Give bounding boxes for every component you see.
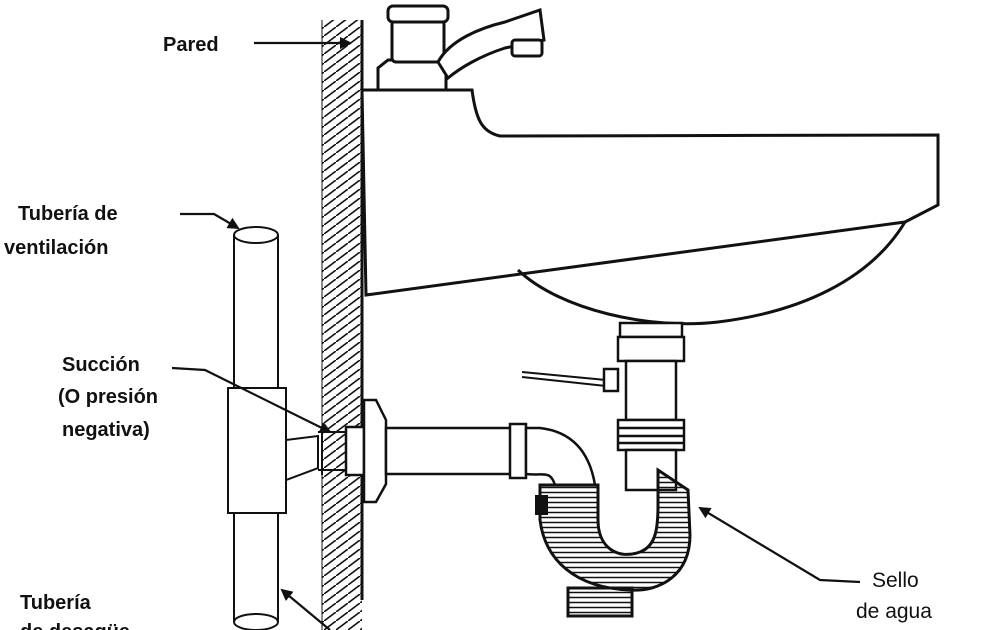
trap-arm [344, 398, 597, 504]
wall [321, 20, 364, 630]
water-seal-label-line1: Sello [872, 569, 919, 592]
drain-pipe-label-line2: de desagüe [20, 620, 130, 630]
suction-label-line2: (O presión [58, 386, 159, 408]
drain-pipe-label-line1: Tubería [20, 592, 91, 614]
vent-drain-pipe [227, 226, 350, 630]
vent-pipe-label-line2: ventilación [4, 237, 109, 259]
tailpiece [521, 321, 686, 492]
callout-arrows [171, 37, 861, 630]
vent-pipe-label-line1: Tubería de [18, 203, 118, 225]
water-seal-label-line2: de agua [856, 600, 932, 623]
sink-basin [360, 88, 940, 326]
wall-label: Pared [163, 34, 219, 56]
p-trap [535, 467, 692, 618]
faucet [376, 4, 546, 92]
suction-label-line3: negativa) [62, 419, 150, 441]
suction-label-line1: Succión [62, 354, 140, 376]
